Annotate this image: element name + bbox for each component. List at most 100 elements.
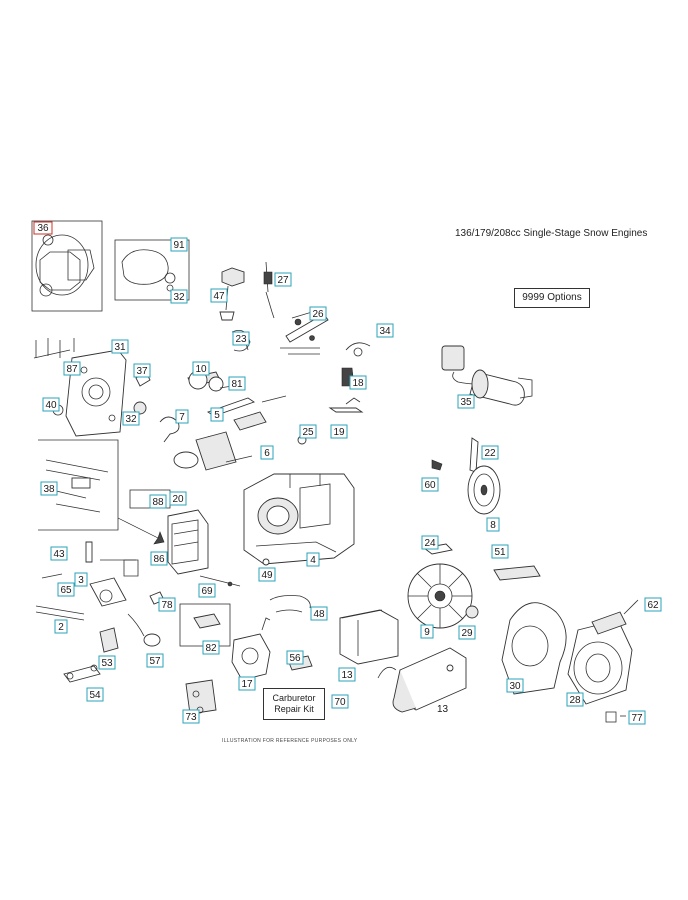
- callout-47-box[interactable]: [210, 288, 228, 303]
- callout-57[interactable]: 57: [146, 653, 164, 668]
- callout-86[interactable]: 86: [150, 551, 168, 566]
- callout-34-box[interactable]: [376, 323, 394, 338]
- callout-43-box[interactable]: [50, 546, 68, 561]
- callout-32a-box[interactable]: [170, 289, 188, 304]
- callout-6[interactable]: 6: [260, 445, 274, 460]
- callout-10[interactable]: 10: [192, 361, 210, 376]
- callout-20[interactable]: 20: [169, 491, 187, 506]
- callout-51[interactable]: 51: [491, 544, 509, 559]
- callout-65-box[interactable]: [57, 582, 75, 597]
- callout-91[interactable]: 91: [170, 237, 188, 252]
- callout-70[interactable]: 70: [331, 694, 349, 709]
- callout-26[interactable]: 26: [309, 306, 327, 321]
- callout-82[interactable]: 82: [202, 640, 220, 655]
- callout-88[interactable]: 88: [149, 494, 167, 509]
- callout-18-box[interactable]: [349, 375, 367, 390]
- callout-32a[interactable]: 32: [170, 289, 188, 304]
- callout-91-box[interactable]: [170, 237, 188, 252]
- callout-81-box[interactable]: [228, 376, 246, 391]
- callout-18[interactable]: 18: [349, 375, 367, 390]
- callout-17-box[interactable]: [238, 676, 256, 691]
- callout-35-box[interactable]: [457, 394, 475, 409]
- callout-32b-box[interactable]: [122, 411, 140, 426]
- callout-17[interactable]: 17: [238, 676, 256, 691]
- callout-31[interactable]: 31: [111, 339, 129, 354]
- callout-87[interactable]: 87: [63, 361, 81, 376]
- callout-53-box[interactable]: [98, 655, 116, 670]
- callout-82-box[interactable]: [202, 640, 220, 655]
- callout-49[interactable]: 49: [258, 567, 276, 582]
- callout-19-box[interactable]: [330, 424, 348, 439]
- callout-70-box[interactable]: [331, 694, 349, 709]
- callout-81[interactable]: 81: [228, 376, 246, 391]
- callout-77[interactable]: 77: [628, 710, 646, 725]
- callout-54[interactable]: 54: [86, 687, 104, 702]
- callout-8-box[interactable]: [486, 517, 500, 532]
- callout-37-box[interactable]: [133, 363, 151, 378]
- options-box[interactable]: 9999 Options: [514, 288, 590, 308]
- callout-2-box[interactable]: [54, 619, 68, 634]
- callout-86-box[interactable]: [150, 551, 168, 566]
- callout-28[interactable]: 28: [566, 692, 584, 707]
- callout-62-box[interactable]: [644, 597, 662, 612]
- callout-25[interactable]: 25: [299, 424, 317, 439]
- callout-19[interactable]: 19: [330, 424, 348, 439]
- callout-29[interactable]: 29: [458, 625, 476, 640]
- callout-5[interactable]: 5: [210, 407, 224, 422]
- callout-56[interactable]: 56: [286, 650, 304, 665]
- callout-24-box[interactable]: [421, 535, 439, 550]
- callout-60-box[interactable]: [421, 477, 439, 492]
- callout-4-box[interactable]: [306, 552, 320, 567]
- callout-69-box[interactable]: [198, 583, 216, 598]
- callout-51-box[interactable]: [491, 544, 509, 559]
- callout-73-box[interactable]: [182, 709, 200, 724]
- callout-78-box[interactable]: [158, 597, 176, 612]
- callout-65[interactable]: 65: [57, 582, 75, 597]
- callout-8[interactable]: 8: [486, 517, 500, 532]
- callout-23[interactable]: 23: [232, 331, 250, 346]
- callout-60[interactable]: 60: [421, 477, 439, 492]
- callout-29-box[interactable]: [458, 625, 476, 640]
- callout-6-box[interactable]: [260, 445, 274, 460]
- callout-22-box[interactable]: [481, 445, 499, 460]
- carburetor-repair-kit-box[interactable]: Carburetor Repair Kit: [263, 688, 325, 720]
- callout-22[interactable]: 22: [481, 445, 499, 460]
- callout-7-box[interactable]: [175, 409, 189, 424]
- callout-31-box[interactable]: [111, 339, 129, 354]
- callout-20-box[interactable]: [169, 491, 187, 506]
- callout-69[interactable]: 69: [198, 583, 216, 598]
- callout-49-box[interactable]: [258, 567, 276, 582]
- callout-26-box[interactable]: [309, 306, 327, 321]
- callout-47[interactable]: 47: [210, 288, 228, 303]
- callout-73[interactable]: 73: [182, 709, 200, 724]
- callout-77-box[interactable]: [628, 710, 646, 725]
- callout-54-box[interactable]: [86, 687, 104, 702]
- callout-23-box[interactable]: [232, 331, 250, 346]
- callout-25-box[interactable]: [299, 424, 317, 439]
- callout-28-box[interactable]: [566, 692, 584, 707]
- callout-40-box[interactable]: [42, 397, 60, 412]
- callout-13a[interactable]: 13: [338, 667, 356, 682]
- callout-5-box[interactable]: [210, 407, 224, 422]
- callout-36-box[interactable]: [33, 221, 53, 235]
- callout-30-box[interactable]: [506, 678, 524, 693]
- callout-3-box[interactable]: [74, 572, 88, 587]
- callout-62[interactable]: 62: [644, 597, 662, 612]
- callout-3[interactable]: 3: [74, 572, 88, 587]
- callout-2[interactable]: 2: [54, 619, 68, 634]
- callout-57-box[interactable]: [146, 653, 164, 668]
- callout-9-box[interactable]: [420, 624, 434, 639]
- callout-7[interactable]: 7: [175, 409, 189, 424]
- callout-36[interactable]: 36: [33, 221, 53, 235]
- callout-10-box[interactable]: [192, 361, 210, 376]
- callout-9[interactable]: 9: [420, 624, 434, 639]
- callout-27[interactable]: 27: [274, 272, 292, 287]
- callout-13a-box[interactable]: [338, 667, 356, 682]
- callout-38-box[interactable]: [40, 481, 58, 496]
- callout-88-box[interactable]: [149, 494, 167, 509]
- callout-87-box[interactable]: [63, 361, 81, 376]
- callout-30[interactable]: 30: [506, 678, 524, 693]
- callout-48-box[interactable]: [310, 606, 328, 621]
- callout-78[interactable]: 78: [158, 597, 176, 612]
- callout-37[interactable]: 37: [133, 363, 151, 378]
